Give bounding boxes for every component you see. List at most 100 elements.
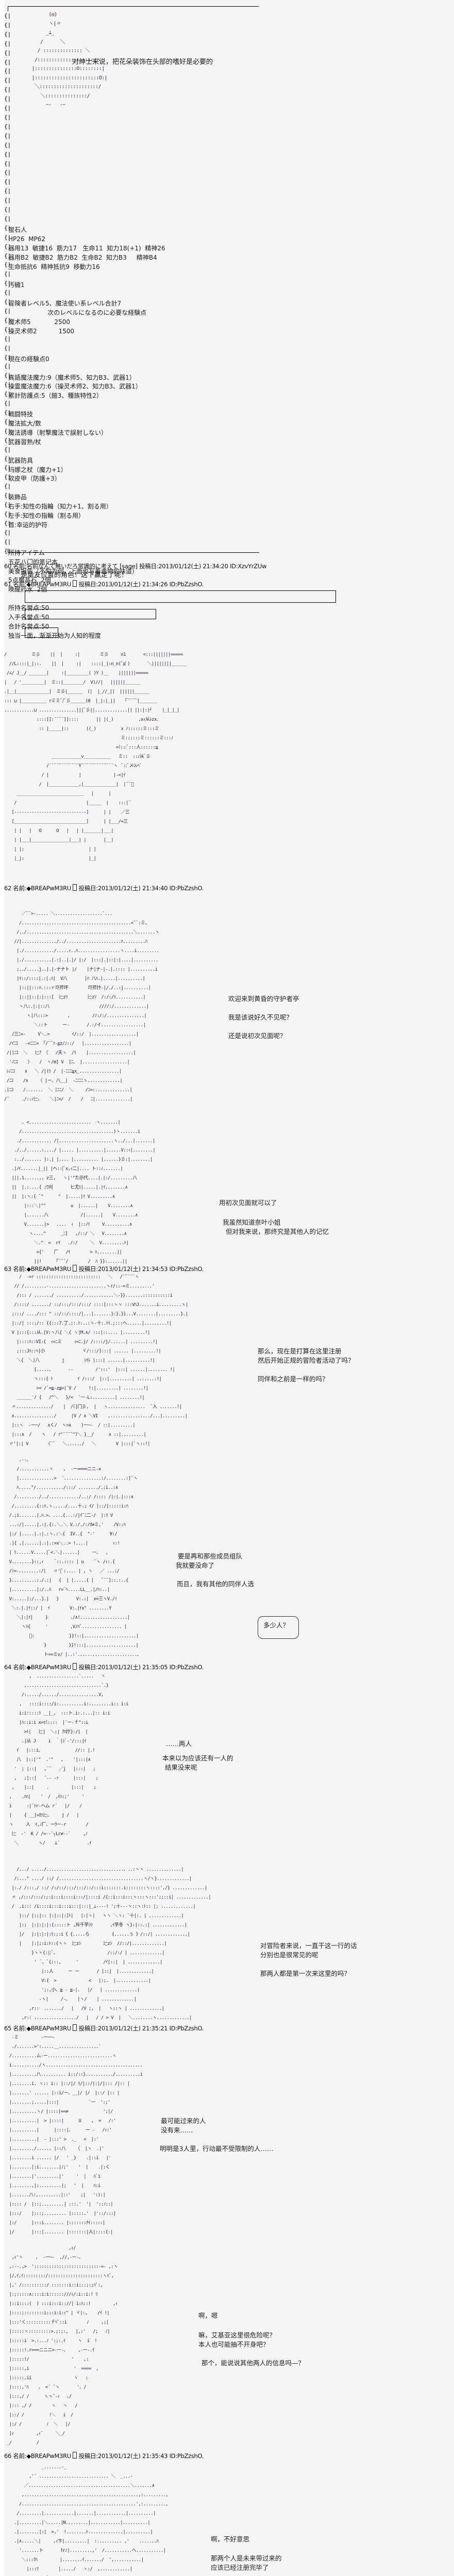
post-id[interactable]: ID:PbZzshO. [169, 2025, 204, 2032]
dialogue-line: 分别也是很常见的呢 [260, 1951, 318, 1959]
stat-line: 魔术师5 2500 [8, 318, 70, 326]
girl-short-hair-art: -ミ -ー──- ./.......>':.....__............… [9, 2035, 143, 2235]
frame-box-medium [25, 609, 156, 619]
dialogue-line: 同伴和之前是一样的吗？ [258, 1375, 329, 1383]
dialogue-line: 最可能过来的人 [161, 2117, 206, 2125]
trip-name[interactable]: ◆BREAPwM3RU [26, 581, 71, 588]
stat-line [8, 364, 165, 374]
trip-name[interactable]: ◆BREAPwM3RU [26, 1664, 71, 1671]
stat-line: 唤醒药水 2個 [8, 586, 47, 594]
post-header-61: 61 名前:◆BREAPwM3RU 投稿日:2013/01/12(土) 21:3… [4, 580, 204, 588]
trip-name[interactable]: ◆BREAPwM3RU [26, 1265, 71, 1273]
missing-glyph-icon [73, 2024, 77, 2031]
dialogue-line: 我就要没命了 [176, 1562, 215, 1569]
post-date: 2013/01/12(土) 21:35:05 [97, 1664, 168, 1671]
stat-line: 操灵术师2 1500 [8, 327, 75, 335]
dialogue-line: 没有来…… [161, 2126, 193, 2134]
stat-line: 器用B2 敏捷B2 筋力B2 生命B2 知力B3 精神B4 [8, 253, 157, 261]
stat-line: 蛍石人 [8, 226, 27, 233]
dialogue-line: 然后开始正规的冒险者活动了吗？ [258, 1357, 355, 1364]
stat-line: 首:幸运的护符 [8, 521, 48, 529]
name-label: 名前: [13, 1265, 27, 1273]
dialogue-line: ……两人 [166, 1740, 192, 1748]
poster-name[interactable]: 名前なんて無いだろ常識的に考えて [26, 563, 118, 570]
dialogue-line: 应该已经注册完毕了 [211, 2564, 269, 2571]
guild-interior-sofa-art: / ミ彡 || | :| ミ彡 n1 <:::|||||||===== //L:… [4, 652, 187, 861]
sheet-frame-bottom [8, 549, 259, 553]
girl-pigtail-art: /.../ ...../............................… [11, 1867, 211, 2021]
date-label: 投稿日: [78, 885, 98, 892]
stat-line: 魔法拡大/数 [8, 420, 42, 428]
stat-line: 器用13 敏捷16 筋力17 生命11 知力18(+1) 精神26 [8, 244, 165, 252]
trip-name[interactable]: ◆BREAPwM3RU [26, 885, 71, 892]
post-body-60: 是挚友位置的角色！这下赢定了呢！ [21, 571, 128, 579]
frame-box-small [25, 628, 58, 638]
post-id[interactable]: ID:PbZzshO. [169, 2452, 204, 2460]
post-id[interactable]: ID:PbZzshO. [169, 1265, 204, 1273]
post-id[interactable]: ID:PbZzshO. [169, 885, 204, 892]
stat-line: 生命抵抗6 精神抵抗9 移動力16 [8, 263, 100, 270]
dialogue-line: 而且，我有其他的同伴人选 [177, 1580, 255, 1588]
frame-box-large [25, 590, 336, 603]
post-id[interactable]: ID:PbZzshO. [169, 1664, 204, 1671]
post-header-62: 62 名前:◆BREAPwM3RU 投稿日:2013/01/12(土) 21:3… [4, 884, 204, 892]
girl-apology-art: _.......-_ ,'¨ .........................… [14, 2465, 169, 2572]
dialogue-line: 啊，不好意思 [211, 2535, 250, 2543]
stat-line [8, 447, 165, 456]
trip-name[interactable]: ◆BREAPwM3RU [26, 2025, 71, 2032]
missing-glyph-icon [73, 884, 77, 891]
mail-sage[interactable]: [sage] [120, 563, 138, 570]
stat-line [8, 484, 165, 493]
date-label: 投稿日: [78, 581, 98, 588]
dialogue-line: 结果没来呢 [165, 1764, 197, 1771]
flower-stone-art: (◎) ヽ|〃 _⊥_ / ＼ / :::::::::::::: ＼ /::::… [31, 12, 108, 108]
stat-line: 武器防具 [8, 456, 33, 464]
dialogue-line: 还是说初次见面呢？ [228, 1032, 287, 1040]
post-number: 64 [4, 1664, 12, 1671]
name-label: 名前: [13, 581, 27, 588]
stat-line: 5点魔晶石 2個 [8, 577, 51, 584]
post-header-64: 64 名前:◆BREAPwM3RU 投稿日:2013/01/12(土) 21:3… [4, 1663, 204, 1671]
trip-name[interactable]: ◆BREAPwM3RU [26, 2452, 71, 2460]
girl-downcast-art: , .................`..... ヽ ,...........… [9, 1674, 129, 1846]
post-number: 61 [4, 581, 12, 588]
girl-smile-art: . <......................... ヽ.......| /… [11, 1120, 156, 1264]
stat-line: 戦闘特技 [8, 411, 33, 418]
dialogue-line: 本人也可能抽不开身吧？ [198, 2341, 270, 2348]
sheet-frame-left-gutter: {| {| {| {| {| {| {| {| {| {| {| {| {| {… [4, 12, 11, 554]
girl-thinking-art: / -=ｧ :::::::::::::::::::::::::: ＼ /¨¨¨¨… [9, 1275, 189, 1447]
missing-glyph-icon [73, 1663, 77, 1670]
speech-bubble: 多少人？ [258, 1616, 299, 1639]
stat-line: 累計防護点:5（鎧3、種族特性2） [8, 392, 103, 400]
post-number: 65 [4, 2025, 12, 2032]
stat-line [8, 336, 165, 346]
post-id[interactable]: ID:XzvYrZUw [230, 563, 267, 570]
post-date: 2013/01/12(土) 21:34:20 [158, 563, 228, 570]
name-label: 名前: [13, 563, 27, 570]
stat-line: 現在の経験点0 [8, 355, 49, 363]
stat-line: 次のレベルになるのに必要な経験点 [8, 309, 147, 317]
stat-line [8, 346, 165, 355]
stat-line: 右手:知性の指輪（知力+1、割る用） [8, 503, 112, 511]
dialogue-line: 欢迎来到黄昏的守护者亭 [228, 995, 299, 1003]
post-number: 60 [4, 563, 12, 570]
stat-line: 所持名誉点:50 [8, 604, 49, 612]
dialogue-line: 要是再和那些成员组队 [178, 1552, 243, 1560]
dialogue-line: 但对我来说，那终究是其他人的记忆 [226, 1228, 329, 1235]
post-id[interactable]: ID:PbZzshO. [169, 581, 204, 588]
girl-long-hair-art: ／¨¨>-..... ＼...................`... /...… [4, 911, 160, 1102]
sheet-frame-top [8, 6, 259, 11]
post-number: 63 [4, 1265, 12, 1273]
dialogue-line: 那个，能说说其他两人的信息吗—？ [201, 2359, 305, 2367]
stat-line: 软皮甲（防護+3） [8, 475, 61, 483]
missing-glyph-icon [73, 2452, 77, 2459]
post-header-63: 63 名前:◆BREAPwM3RU 投稿日:2013/01/12(土) 21:3… [4, 1265, 204, 1273]
post-header-60: 60 名前:名前なんて無いだろ常識的に考えて [sage] 投稿日:2013/0… [4, 562, 266, 570]
post-date: 2013/01/12(土) 21:35:43 [97, 2452, 168, 2460]
name-label: 名前: [13, 2452, 27, 2460]
date-label: 投稿日: [78, 1265, 98, 1273]
post-number: 62 [4, 885, 12, 892]
post-number: 66 [4, 2452, 12, 2460]
name-label: 名前: [13, 1664, 27, 1671]
post-header-66: 66 名前:◆BREAPwM3RU 投稿日:2013/01/12(土) 21:3… [4, 2452, 204, 2460]
